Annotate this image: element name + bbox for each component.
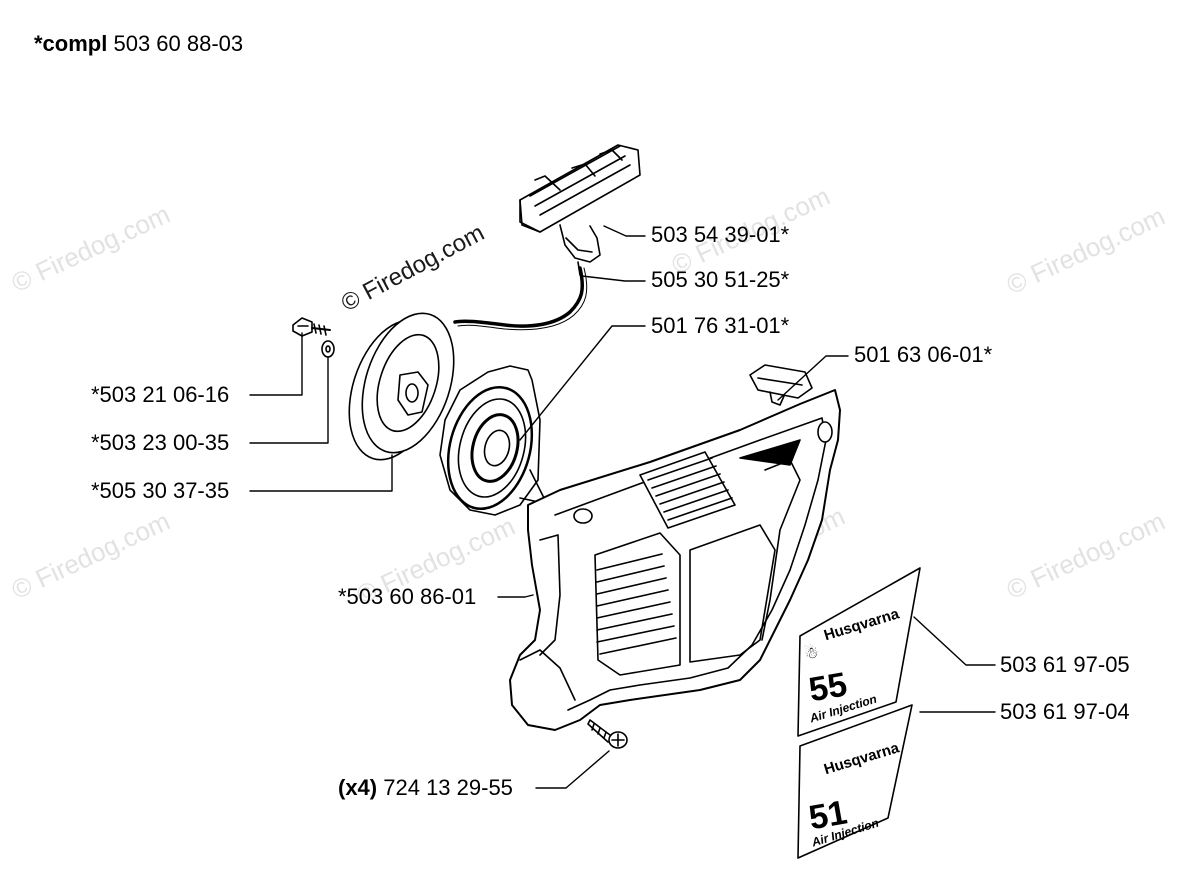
part-label-screw[interactable]: *503 21 06-16 <box>91 382 230 407</box>
decal-55-brand-mark: ☃ <box>802 642 821 664</box>
assembly-prefix: *compl <box>34 31 108 56</box>
part-label-handle[interactable]: 503 54 39-01* <box>651 222 790 247</box>
decal-55-drawing <box>797 567 921 737</box>
decal-51-drawing <box>797 704 913 859</box>
starter-handle-drawing <box>453 144 641 331</box>
part-label-decal-55[interactable]: 503 61 97-05 <box>1000 652 1130 677</box>
cover-screw-number: 724 13 29-55 <box>383 775 513 800</box>
part-label-washer[interactable]: *503 23 00-35 <box>91 430 230 455</box>
part-label-cover[interactable]: *503 60 86-01 <box>338 584 477 609</box>
cover-screw-qty: (x4) <box>338 775 378 800</box>
part-label-rope[interactable]: 505 30 51-25* <box>651 267 790 292</box>
cover-screw-drawing <box>587 719 628 749</box>
assembly-number: 503 60 88-03 <box>113 31 244 56</box>
part-label-decal-51[interactable]: 503 61 97-04 <box>1000 699 1130 724</box>
part-label-grommet[interactable]: 501 63 06-01* <box>854 342 993 367</box>
part-label-cover-screw[interactable]: (x4) 724 13 29-55 <box>338 776 513 800</box>
assembly-title: *compl 503 60 88-03 <box>34 32 243 56</box>
spring-cassette-drawing <box>439 365 549 516</box>
screw-washer-drawing <box>292 317 335 358</box>
leader-lines <box>249 225 996 789</box>
grommet-drawing <box>749 364 813 406</box>
part-label-spring-cassette[interactable]: 501 76 31-01* <box>651 313 790 338</box>
starter-cover-drawing <box>509 389 841 731</box>
part-label-pulley[interactable]: *505 30 37-35 <box>91 478 230 503</box>
pulley-drawing <box>348 312 455 461</box>
